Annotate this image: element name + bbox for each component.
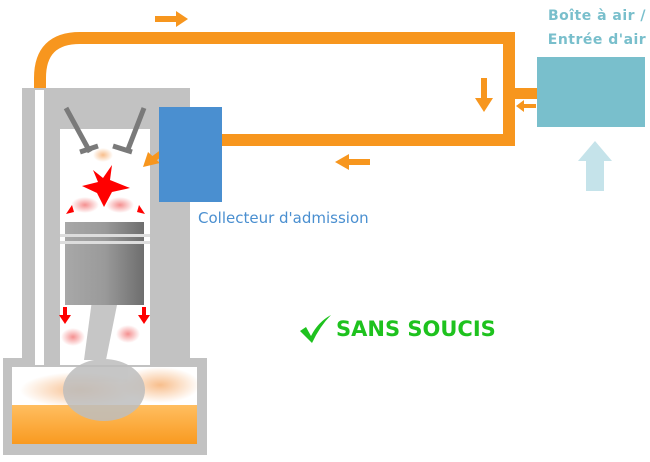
flow-arrow-left-small (516, 100, 536, 112)
air-box-label-line1: Boîte à air / (547, 8, 647, 24)
flow-arrow-right (155, 11, 188, 27)
status-text: SANS SOUCIS (336, 317, 496, 341)
air-box (537, 57, 645, 127)
explosion-icon (82, 165, 130, 207)
air-inlet-arrow (578, 141, 612, 191)
air-box-label-line2: Entrée d'air (547, 32, 647, 48)
flow-arrow-down (475, 78, 493, 112)
status-indicator: SANS SOUCIS (298, 314, 496, 344)
pressure-arrows-bottom (59, 307, 150, 324)
piston (60, 222, 150, 305)
connecting-rod (63, 300, 145, 421)
intake-manifold (159, 107, 222, 202)
check-mark-icon (300, 315, 331, 343)
pressure-arrows-top (66, 205, 145, 214)
air-box-label: Boîte à air / Entrée d'air (535, 4, 650, 52)
valves (63, 106, 147, 155)
air-pipe (34, 32, 539, 146)
flow-arrow-left (335, 154, 370, 170)
intake-manifold-label: Collecteur d'admission (198, 209, 369, 227)
